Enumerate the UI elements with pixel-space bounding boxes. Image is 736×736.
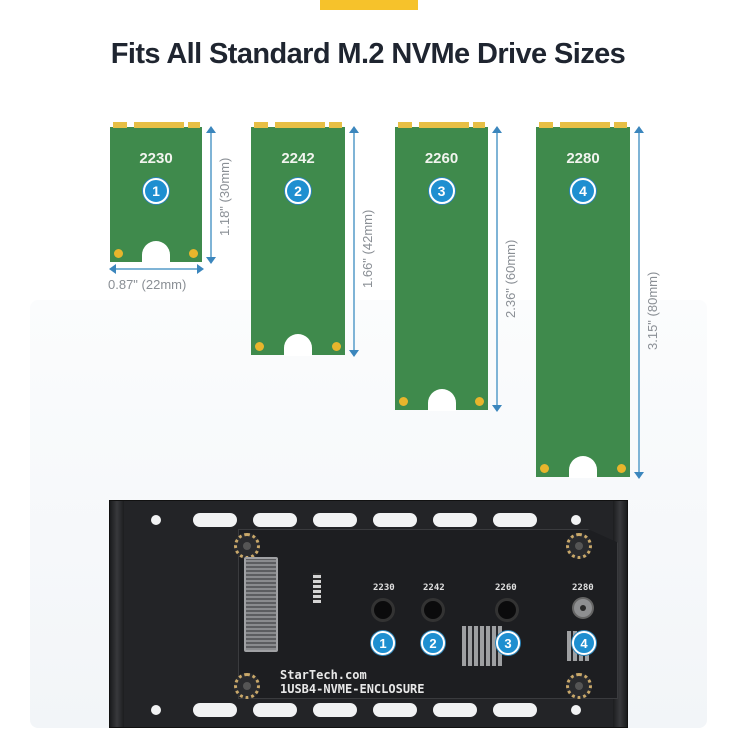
standoff-screw xyxy=(566,673,592,699)
drive-size-label: 2280 xyxy=(566,150,600,167)
mounting-notch xyxy=(427,389,456,411)
length-label-2230: 1.18" (30mm) xyxy=(217,157,232,236)
pad xyxy=(617,464,626,473)
smd-components xyxy=(462,626,502,666)
drive-size-label: 2230 xyxy=(139,150,173,167)
m2-drive-2260: 2260 3 xyxy=(395,122,488,411)
pcb-silkscreen: StarTech.com 1USB4-NVME-ENCLOSURE xyxy=(280,668,425,696)
vent-slot xyxy=(313,513,357,527)
mounting-notch xyxy=(142,241,170,263)
mount-hole-2230 xyxy=(374,601,392,619)
pad xyxy=(540,464,549,473)
position-label-2242: 2242 xyxy=(423,583,445,593)
m2-connector xyxy=(244,557,278,652)
vent-slot xyxy=(193,703,237,717)
m2-drive-2242: 2242 2 xyxy=(251,122,345,356)
left-rail xyxy=(110,501,124,727)
length-arrow-2280 xyxy=(634,126,644,479)
number-badge-1: 1 xyxy=(143,178,169,204)
vent-slot xyxy=(373,513,417,527)
enclosure-badge-2: 2 xyxy=(421,631,445,655)
gold-fingers xyxy=(536,122,630,128)
vent-slot xyxy=(193,513,237,527)
vent-slot xyxy=(253,703,297,717)
pad xyxy=(399,397,408,406)
width-arrow-2230 xyxy=(109,264,204,274)
vent-slot xyxy=(493,703,537,717)
vent-slot xyxy=(433,703,477,717)
enclosure-badge-3: 3 xyxy=(496,631,520,655)
pad xyxy=(475,397,484,406)
standoff-screw xyxy=(234,673,260,699)
vent-slot xyxy=(373,703,417,717)
number-badge-3: 3 xyxy=(428,178,455,204)
length-arrow-2230 xyxy=(206,126,216,264)
accent-bar xyxy=(320,0,418,10)
mounting-hole xyxy=(571,515,581,525)
mount-standoff-2280 xyxy=(574,599,592,617)
drive-size-label: 2242 xyxy=(281,150,315,167)
pad xyxy=(114,249,123,258)
width-label-2230: 0.87" (22mm) xyxy=(108,277,187,292)
gold-fingers xyxy=(251,122,345,128)
vent-slot xyxy=(433,513,477,527)
drive-size-label: 2260 xyxy=(424,150,459,167)
number-badge-4: 4 xyxy=(570,178,596,204)
standoff-screw xyxy=(566,533,592,559)
mount-hole-2260 xyxy=(498,601,516,619)
length-label-2242: 1.66" (42mm) xyxy=(360,209,375,288)
brand-text: StarTech.com xyxy=(280,668,367,682)
nvme-enclosure-tray: 2230 1 2242 2 2260 3 2280 4 StarTech.com… xyxy=(109,500,628,728)
enclosure-badge-1: 1 xyxy=(371,631,395,655)
m2-drive-2280: 2280 4 xyxy=(536,122,630,478)
gold-fingers xyxy=(110,122,202,128)
pad xyxy=(255,342,264,351)
position-label-2280: 2280 xyxy=(572,583,594,593)
vent-slot xyxy=(493,513,537,527)
mounting-notch xyxy=(569,456,597,478)
length-label-2280: 3.15" (80mm) xyxy=(645,271,660,350)
pad xyxy=(332,342,341,351)
mounting-hole xyxy=(571,705,581,715)
number-badge-2: 2 xyxy=(285,178,311,204)
header-pins xyxy=(313,573,321,603)
length-label-2260: 2.36" (60mm) xyxy=(503,239,518,318)
length-arrow-2242 xyxy=(349,126,359,357)
page-title: Fits All Standard M.2 NVMe Drive Sizes xyxy=(110,38,626,70)
enclosure-badge-4: 4 xyxy=(572,631,596,655)
vent-slot xyxy=(253,513,297,527)
m2-drive-2230: 2230 1 xyxy=(110,122,202,263)
mounting-notch xyxy=(284,334,312,356)
mount-hole-2242 xyxy=(424,601,442,619)
length-arrow-2260 xyxy=(492,126,502,412)
pad xyxy=(189,249,198,258)
model-text: 1USB4-NVME-ENCLOSURE xyxy=(280,682,425,696)
gold-fingers xyxy=(395,122,488,128)
mounting-hole xyxy=(151,705,161,715)
position-label-2230: 2230 xyxy=(373,583,395,593)
position-label-2260: 2260 xyxy=(495,583,517,593)
mounting-hole xyxy=(151,515,161,525)
vent-slot xyxy=(313,703,357,717)
standoff-screw xyxy=(234,533,260,559)
